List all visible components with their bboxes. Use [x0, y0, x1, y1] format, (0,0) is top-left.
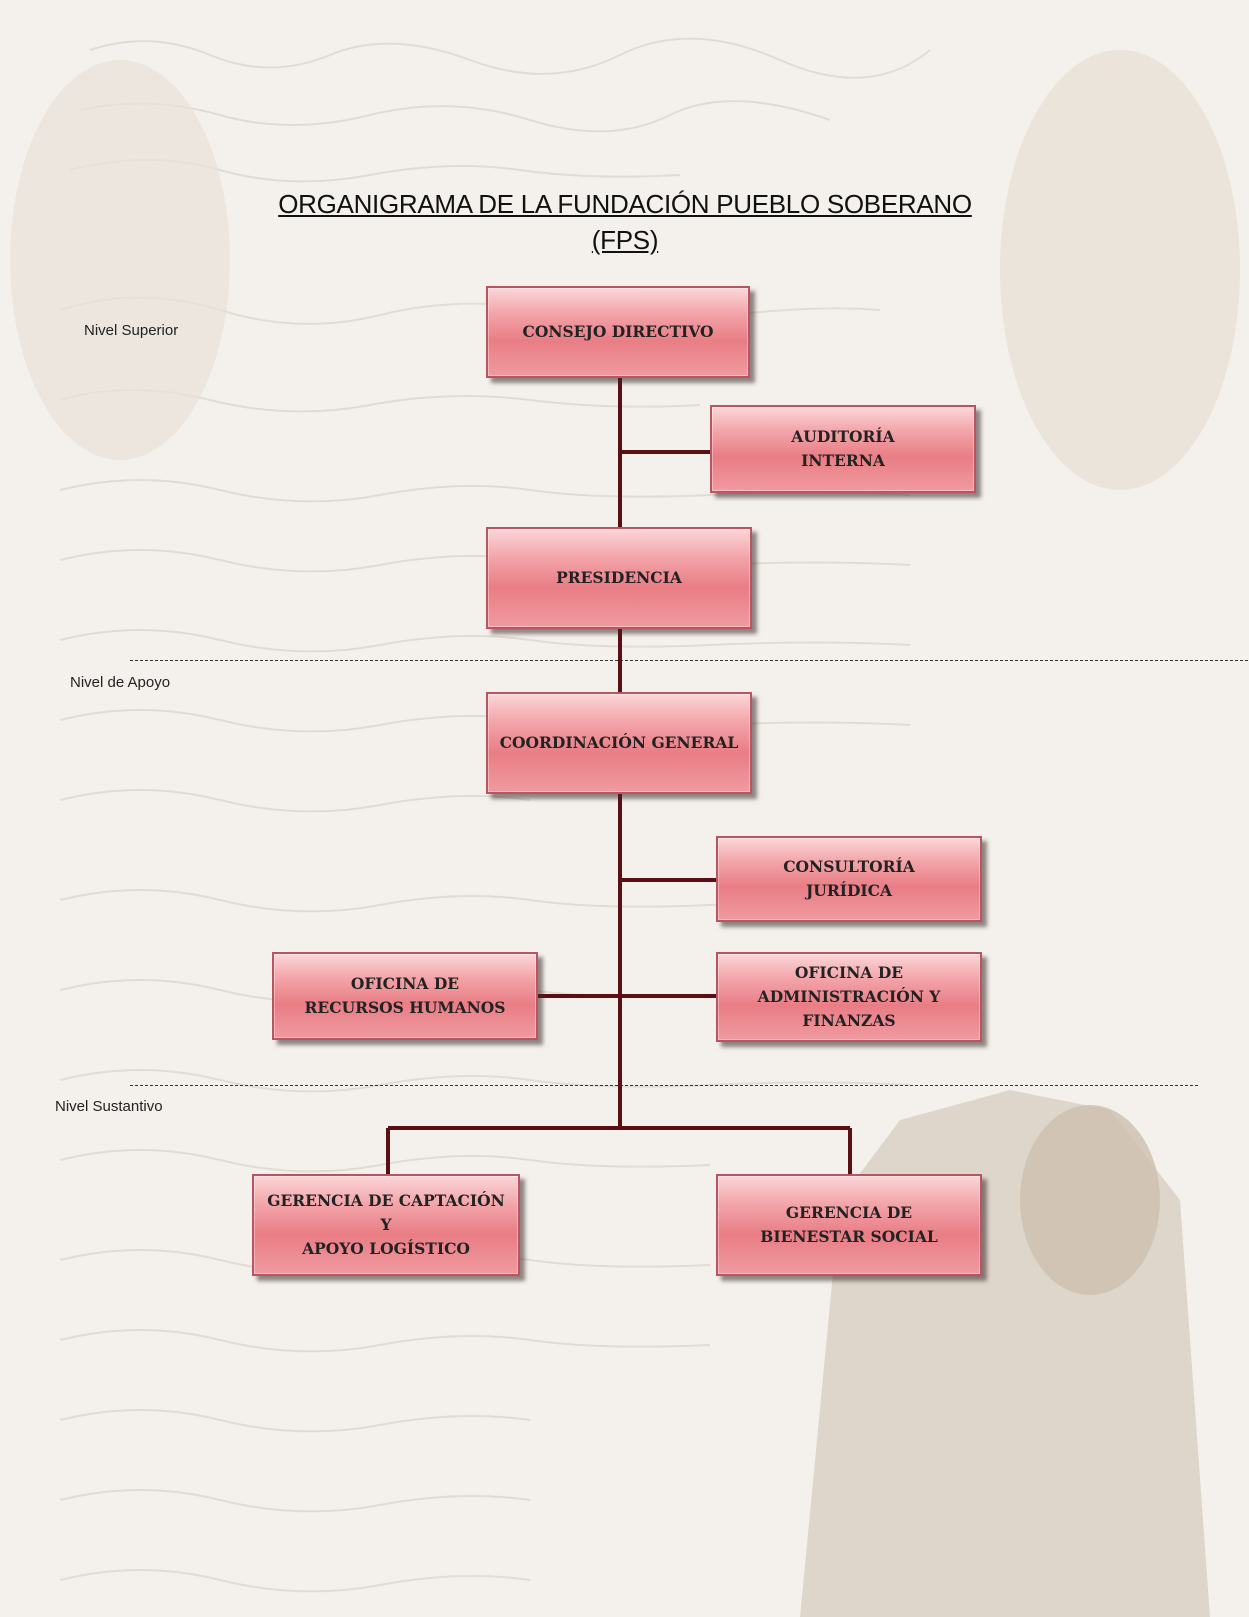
node-oficina-administracion-finanzas: OFICINA DE ADMINISTRACIÓN Y FINANZAS [716, 952, 982, 1042]
node-oficina-recursos-humanos: OFICINA DE RECURSOS HUMANOS [272, 952, 538, 1040]
node-consultoria-juridica: CONSULTORÍA JURÍDICA [716, 836, 982, 922]
level-label-apoyo: Nivel de Apoyo [70, 674, 171, 691]
node-presidencia: PRESIDENCIA [486, 527, 752, 629]
node-coordinacion-general: COORDINACIÓN GENERAL [486, 692, 752, 794]
level-divider-sustantivo [130, 1085, 1198, 1086]
node-auditoria-interna: AUDITORÍA INTERNA [710, 405, 976, 493]
node-gerencia-bienestar-social: GERENCIA DE BIENESTAR SOCIAL [716, 1174, 982, 1276]
node-consejo-directivo: CONSEJO DIRECTIVO [486, 286, 750, 378]
node-gerencia-captacion: GERENCIA DE CAPTACIÓN Y APOYO LOGÍSTICO [252, 1174, 520, 1276]
level-label-sustantivo: Nivel Sustantivo [55, 1098, 163, 1115]
level-divider-apoyo [130, 660, 1248, 661]
page-title: ORGANIGRAMA DE LA FUNDACIÓN PUEBLO SOBER… [278, 189, 972, 255]
level-label-superior: Nivel Superior [84, 322, 179, 339]
